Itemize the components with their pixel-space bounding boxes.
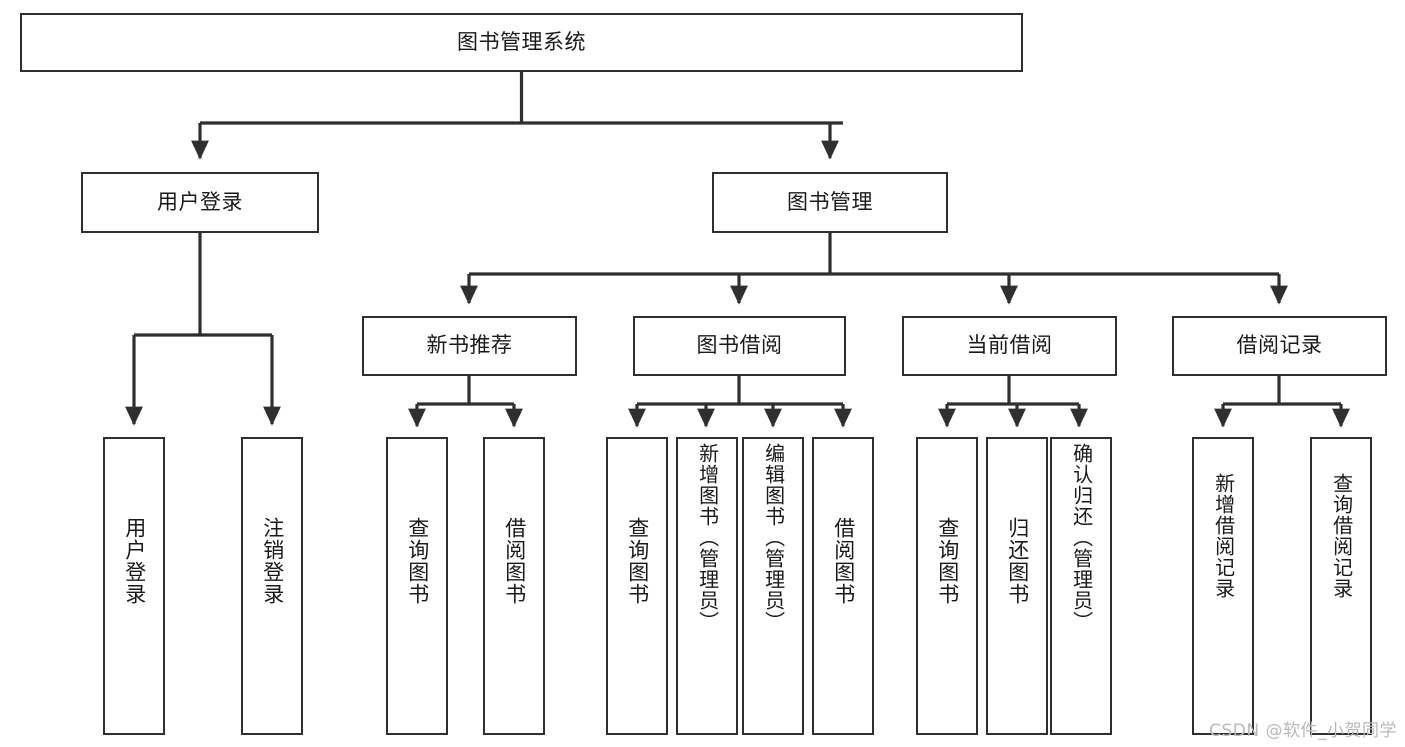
- leaf-borrow-book-1[interactable]: 借阅图书: [483, 437, 545, 735]
- node-borrow-record[interactable]: 借阅记录: [1172, 316, 1387, 376]
- node-book-borrow-label: 图书借阅: [696, 333, 783, 358]
- leaf-borrow-book-2[interactable]: 借阅图书: [812, 437, 874, 735]
- node-new-book-recommend-label: 新书推荐: [426, 333, 513, 358]
- node-book-manage[interactable]: 图书管理: [712, 172, 948, 233]
- leaf-add-book-label: 新增图书（管理员）: [695, 443, 720, 632]
- leaf-user-login-label: 用户登录: [122, 517, 147, 605]
- csdn-watermark: CSDN @软件_小贺同学: [1209, 721, 1397, 741]
- leaf-query-book-1[interactable]: 查询图书: [386, 437, 448, 735]
- leaf-query-book-3-label: 查询图书: [935, 517, 960, 605]
- node-book-borrow[interactable]: 图书借阅: [633, 316, 846, 376]
- node-current-borrow[interactable]: 当前借阅: [902, 316, 1117, 376]
- leaf-confirm-return-label: 确认归还（管理员）: [1069, 443, 1094, 632]
- node-root-label: 图书管理系统: [457, 29, 586, 54]
- leaf-add-book[interactable]: 新增图书（管理员）: [676, 437, 738, 735]
- leaf-add-record[interactable]: 新增借阅记录: [1192, 437, 1254, 735]
- leaf-borrow-book-2-label: 借阅图书: [831, 517, 856, 605]
- leaf-add-record-label: 新增借阅记录: [1211, 473, 1236, 599]
- leaf-confirm-return[interactable]: 确认归还（管理员）: [1050, 437, 1112, 735]
- node-current-borrow-label: 当前借阅: [966, 333, 1053, 358]
- leaf-query-record[interactable]: 查询借阅记录: [1310, 437, 1372, 735]
- node-user-login-label: 用户登录: [157, 189, 243, 214]
- node-borrow-record-label: 借阅记录: [1236, 333, 1323, 358]
- leaf-query-book-2[interactable]: 查询图书: [606, 437, 668, 735]
- leaf-query-book-3[interactable]: 查询图书: [916, 437, 978, 735]
- leaf-query-book-1-label: 查询图书: [405, 517, 430, 605]
- leaf-edit-book[interactable]: 编辑图书（管理员）: [742, 437, 804, 735]
- node-new-book-recommend[interactable]: 新书推荐: [362, 316, 577, 376]
- leaf-return-book-label: 归还图书: [1005, 517, 1030, 605]
- leaf-logout-login-label: 注销登录: [260, 517, 285, 605]
- leaf-edit-book-label: 编辑图书（管理员）: [761, 443, 786, 632]
- leaf-query-book-2-label: 查询图书: [625, 517, 650, 605]
- node-root[interactable]: 图书管理系统: [20, 13, 1023, 72]
- leaf-logout-login[interactable]: 注销登录: [241, 437, 303, 735]
- leaf-user-login[interactable]: 用户登录: [103, 437, 165, 735]
- node-user-login[interactable]: 用户登录: [81, 172, 319, 233]
- leaf-query-record-label: 查询借阅记录: [1329, 473, 1354, 599]
- leaf-borrow-book-1-label: 借阅图书: [502, 517, 527, 605]
- node-book-manage-label: 图书管理: [787, 189, 873, 214]
- leaf-return-book[interactable]: 归还图书: [986, 437, 1048, 735]
